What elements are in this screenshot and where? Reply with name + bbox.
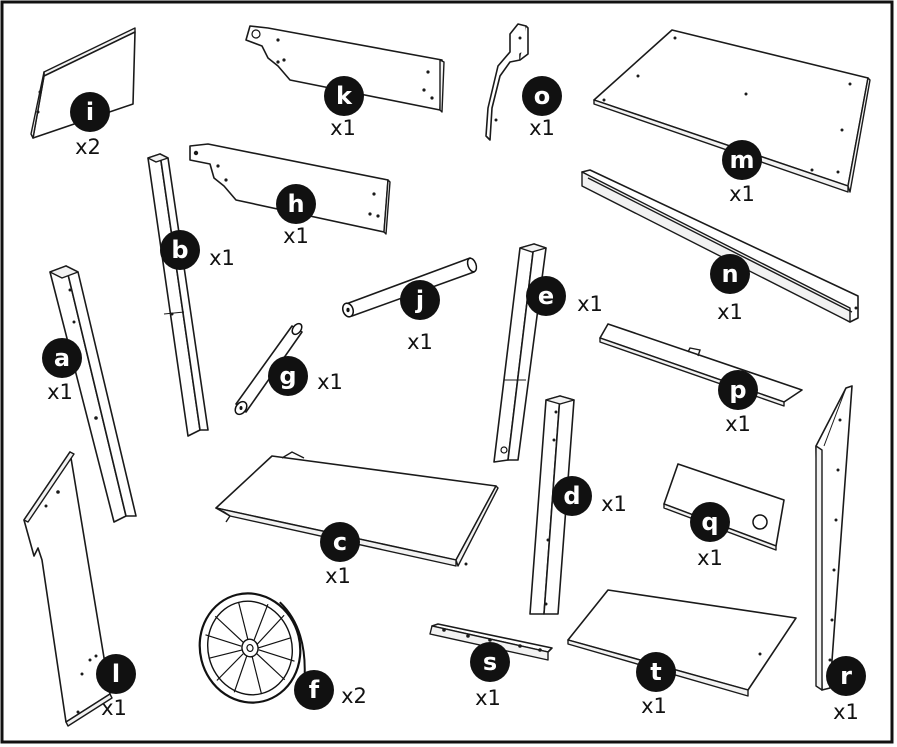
part-k-qty: x1	[330, 116, 356, 140]
part-c-badge	[320, 522, 360, 562]
part-g-qty: x1	[317, 370, 343, 394]
part-q-badge	[690, 502, 730, 542]
part-b-badge	[160, 230, 200, 270]
part-j-badge	[400, 280, 440, 320]
part-n-letter: n	[721, 260, 738, 288]
part-t-qty: x1	[641, 694, 667, 718]
part-s-letter: s	[483, 648, 497, 676]
part-e-drawing	[493, 243, 547, 463]
part-s-badge	[470, 642, 510, 682]
part-g-drawing	[234, 322, 303, 416]
part-d-letter: d	[563, 482, 580, 510]
part-r-letter: r	[840, 662, 852, 690]
part-p-qty: x1	[725, 412, 751, 436]
part-h-badge	[276, 184, 316, 224]
part-c-qty: x1	[325, 564, 351, 588]
part-f-qty: x2	[341, 684, 367, 708]
part-b-qty: x1	[209, 246, 235, 270]
part-l-drawing	[23, 451, 113, 727]
part-o-badge	[522, 76, 562, 116]
part-l-letter: l	[112, 660, 120, 688]
part-d-badge	[552, 476, 592, 516]
part-s-qty: x1	[475, 686, 501, 710]
part-t-badge	[636, 652, 676, 692]
part-p-drawing	[599, 323, 803, 407]
part-g-badge	[268, 356, 308, 396]
part-p-letter: p	[729, 376, 746, 404]
part-e-qty: x1	[577, 292, 603, 316]
part-h-qty: x1	[283, 224, 309, 248]
part-r-qty: x1	[833, 700, 859, 724]
part-o-letter: o	[534, 82, 551, 110]
part-j-letter: j	[415, 286, 424, 314]
part-n-drawing	[581, 169, 859, 323]
part-l-qty: x1	[101, 696, 127, 720]
part-n-qty: x1	[717, 300, 743, 324]
part-d-qty: x1	[601, 492, 627, 516]
part-k-drawing	[245, 25, 445, 113]
part-c-letter: c	[333, 528, 347, 556]
part-f-letter: f	[309, 676, 320, 704]
part-t-drawing	[567, 589, 797, 697]
part-k-letter: k	[336, 82, 353, 110]
part-n-badge	[710, 254, 750, 294]
part-f-drawing	[198, 592, 306, 704]
part-t-letter: t	[650, 658, 661, 686]
part-q-qty: x1	[697, 546, 723, 570]
part-g-letter: g	[279, 362, 296, 390]
part-m-badge	[722, 140, 762, 180]
part-m-drawing	[593, 29, 871, 193]
part-o-qty: x1	[529, 116, 555, 140]
part-o-drawing	[485, 23, 529, 141]
part-q-letter: q	[701, 508, 718, 536]
part-a-letter: a	[54, 344, 70, 372]
part-m-qty: x1	[729, 182, 755, 206]
part-e-badge	[526, 276, 566, 316]
part-r-drawing	[815, 385, 853, 691]
part-j-qty: x1	[407, 330, 433, 354]
part-q-drawing	[663, 463, 785, 551]
part-e-letter: e	[538, 282, 554, 310]
part-a-drawing	[49, 265, 137, 523]
part-b-letter: b	[171, 236, 188, 264]
part-i-badge	[70, 92, 110, 132]
part-h-letter: h	[287, 190, 304, 218]
part-b-drawing	[147, 153, 209, 437]
part-l-badge	[96, 654, 136, 694]
part-r-badge	[826, 656, 866, 696]
part-k-badge	[324, 76, 364, 116]
part-a-qty: x1	[47, 380, 73, 404]
part-i-letter: i	[86, 98, 94, 126]
part-f-badge	[294, 670, 334, 710]
part-m-letter: m	[729, 146, 754, 174]
part-i-qty: x2	[75, 135, 101, 159]
part-p-badge	[718, 370, 758, 410]
part-a-badge	[42, 338, 82, 378]
